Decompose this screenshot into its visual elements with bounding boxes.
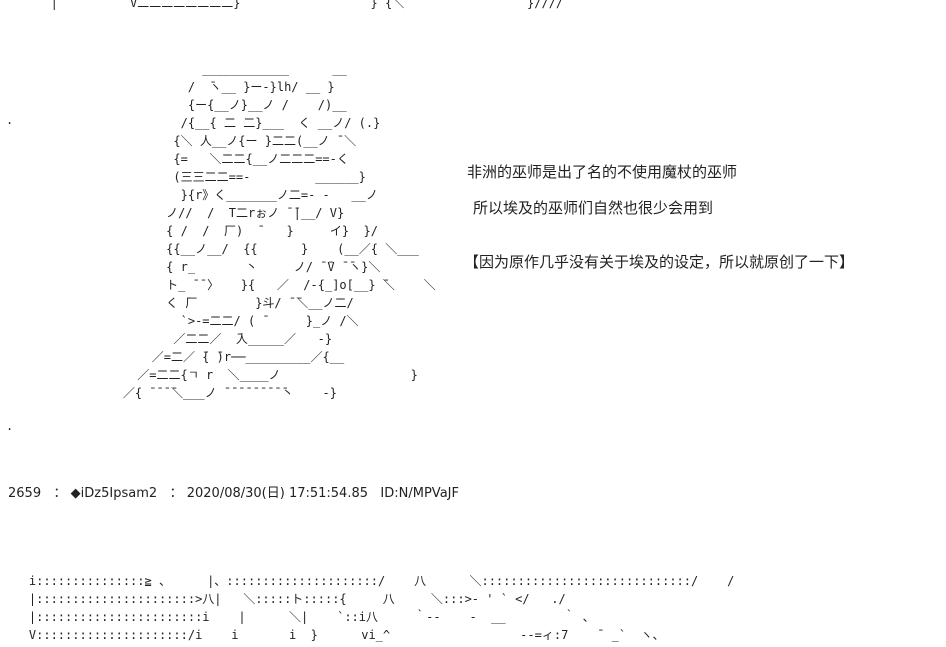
poster-name[interactable]: ◆iDz5Ipsam2 [70,486,158,501]
post-datetime: 2020/08/30(日) 17:51:54.85 [186,486,368,501]
caption-line-2: 所以埃及的巫师们自然也很少会用到 [473,199,714,217]
ascii-art-top-fragment: | V二二二二二二二二} } {＼ }//// [0,0,564,10]
stray-dot: . [6,419,14,433]
caption-note: 【因为原作几乎没有关于埃及的设定，所以就原创了一下】 [464,253,855,271]
post-separator: ： [169,486,183,501]
post-header: 2659 ： ◆iDz5Ipsam2 ： 2020/08/30(日) 17:51… [8,485,459,503]
stray-dot: . [6,113,14,127]
ascii-art-bottom-fragment: i:::::::::::::::≧ 、 |、::::::::::::::::::… [28,574,735,642]
post-number: 2659 [8,486,42,501]
caption-line-1: 非洲的巫师是出了名的不使用魔杖的巫师 [467,163,738,181]
poster-id[interactable]: ID:N/MPVaJF [380,486,459,501]
post-separator: ： [53,486,67,501]
ascii-art-figure: ____________ __ / ̄ヽ__ }ー‐}lh/ __ } {ー{_… [122,62,436,400]
